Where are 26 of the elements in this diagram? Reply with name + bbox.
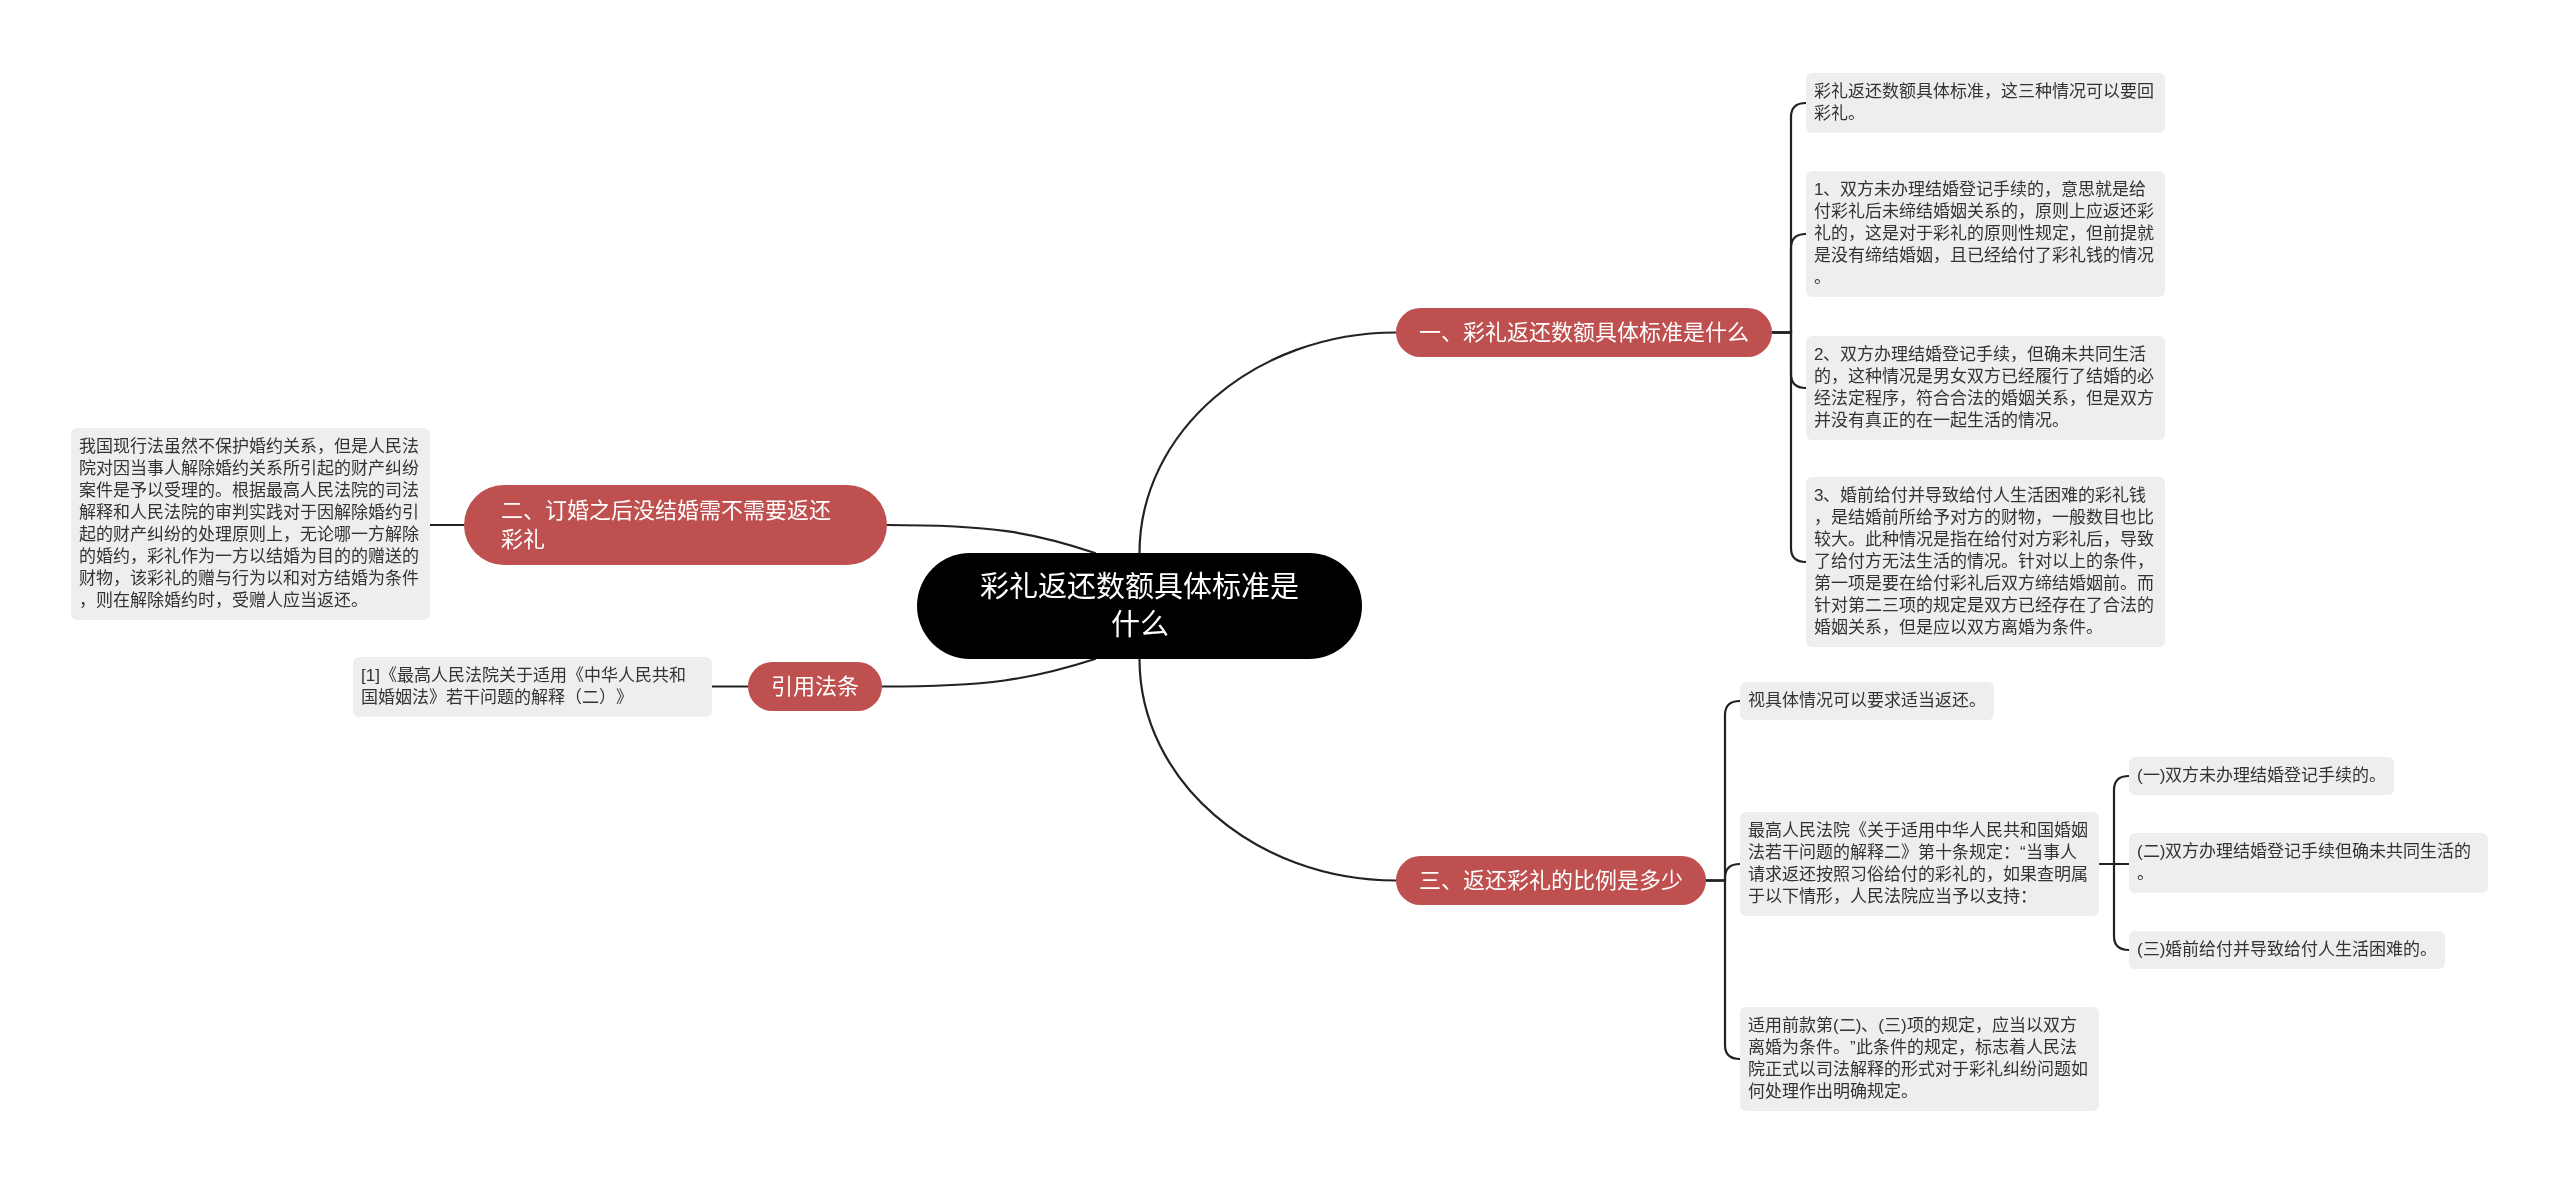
connector-line: [1704, 879, 1742, 1061]
note-box: 最高人民法院《关于适用中华人民共和国婚姻法若干问题的解释二》第十条规定：“当事人请求返还按照习俗给付的彩礼的，如果查明属于以下情形，人民法院应当予以支持：: [1740, 812, 2099, 916]
topic-box: 二、订婚之后没结婚需不需要返还彩礼: [464, 485, 887, 565]
connector-line: [428, 523, 466, 527]
topic-box: 一、彩礼返还数额具体标准是什么: [1396, 308, 1772, 357]
connector-line: [880, 657, 1097, 688]
note-box: 视具体情况可以要求适当返还。: [1740, 682, 1994, 720]
topic-box: 三、返还彩礼的比例是多少: [1396, 856, 1706, 905]
note-box: 3、婚前给付并导致给付人生活困难的彩礼钱，是结婚前所给予对方的财物，一般数目也比较大。此种情况是指在给付对方彩礼后，导致了给付方无法生活的情况。针对以上的条件，第一项是要在给付彩礼后双方缔结婚姻前。而针对第二三项的规定是双方已经存在了合法的婚姻关系，但是应以双方离婚为条件。: [1806, 477, 2165, 647]
central-topic: 彩礼返还数额具体标准是什么: [917, 553, 1362, 659]
connector-line: [2097, 862, 2131, 952]
note-box: 1、双方未办理结婚登记手续的，意思就是给付彩礼后未缔结婚姻关系的，原则上应返还彩礼的，这是对于彩礼的原则性规定，但前提就是没有缔结婚姻，且已经给付了彩礼钱的情况。: [1806, 171, 2165, 297]
note-box: (一)双方未办理结婚登记手续的。: [2129, 757, 2395, 795]
connector-line: [710, 685, 750, 688]
note-box: 2、双方办理结婚登记手续，但确未共同生活的，这种情况是男女双方已经履行了结婚的必经法定程序，符合合法的婚姻关系，但是双方并没有真正的在一起生活的情况。: [1806, 336, 2165, 440]
topic-box: 引用法条: [748, 662, 882, 711]
note-box: 彩礼返还数额具体标准，这三种情况可以要回彩礼。: [1806, 73, 2165, 133]
note-box: 适用前款第(二)、(三)项的规定，应当以双方离婚为条件。”此条件的规定，标志着人民法院正式以司法解释的形式对于彩礼纠纷问题如何处理作出明确规定。: [1740, 1007, 2099, 1111]
connector-line: [1138, 657, 1398, 882]
note-box: (三)婚前给付并导致给付人生活困难的。: [2129, 931, 2446, 969]
note-box: [1]《最高人民法院关于适用《中华人民共和国婚姻法》若干问题的解释（二）》: [353, 657, 712, 717]
connector-line: [885, 523, 1097, 555]
note-box: 我国现行法虽然不保护婚约关系，但是人民法院对因当事人解除婚约关系所引起的财产纠纷案件是予以受理的。根据最高人民法院的司法解释和人民法院的审判实践对于因解除婚约引起的财产纠纷的处理原则上，无论哪一方解除的婚约，彩礼作为一方以结婚为目的的赠送的财物，该彩礼的赠与行为以和对方结婚为条件，则在解除婚约时，受赠人应当返还。: [71, 428, 430, 620]
connector-line: [1138, 331, 1398, 555]
connector-line: [1770, 331, 1808, 564]
note-box: (二)双方办理结婚登记手续但确未共同生活的。: [2129, 833, 2488, 893]
